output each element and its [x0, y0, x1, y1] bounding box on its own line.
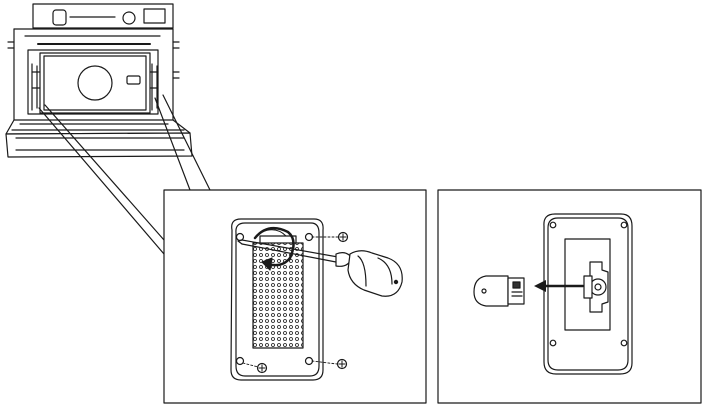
light-cover-icon [230, 218, 324, 381]
step-panel-replace-bulb [437, 189, 702, 404]
rotate-arrow-icon [253, 226, 295, 271]
light-cover-icon [543, 213, 633, 375]
pull-arrow-icon [534, 280, 585, 292]
bulb-icon [473, 275, 525, 307]
screw-icon [242, 231, 349, 374]
step-panel-remove-cover [163, 189, 427, 404]
oven-icon [5, 3, 193, 158]
zoom-callout-lines [38, 94, 211, 255]
screwdriver-icon [237, 239, 403, 297]
